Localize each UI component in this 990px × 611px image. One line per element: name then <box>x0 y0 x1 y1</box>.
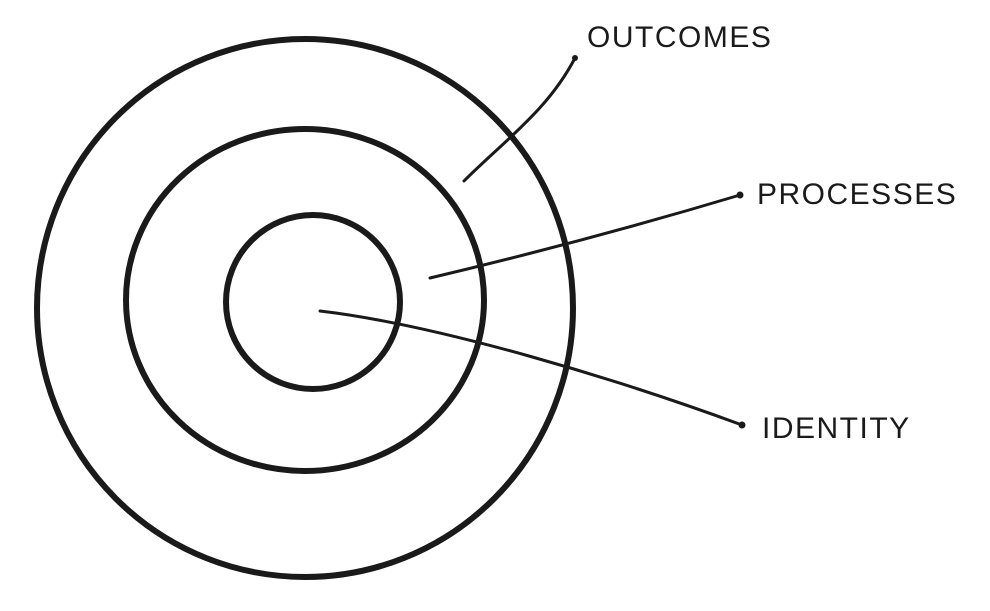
outcomes-ring <box>34 36 576 580</box>
outcomes-label: OUTCOMES <box>587 21 772 54</box>
identity-leader-line <box>318 309 744 427</box>
processes-leader-dot <box>736 191 744 199</box>
processes-label: PROCESSES <box>757 178 957 211</box>
identity-label: IDENTITY <box>762 412 911 445</box>
outcomes-leader-line <box>462 56 577 183</box>
identity-ring <box>223 212 403 392</box>
outcomes-leader-dot <box>572 55 578 61</box>
identity-leader-dot <box>738 421 746 429</box>
processes-leader-line <box>428 193 742 280</box>
processes-ring <box>123 126 487 474</box>
